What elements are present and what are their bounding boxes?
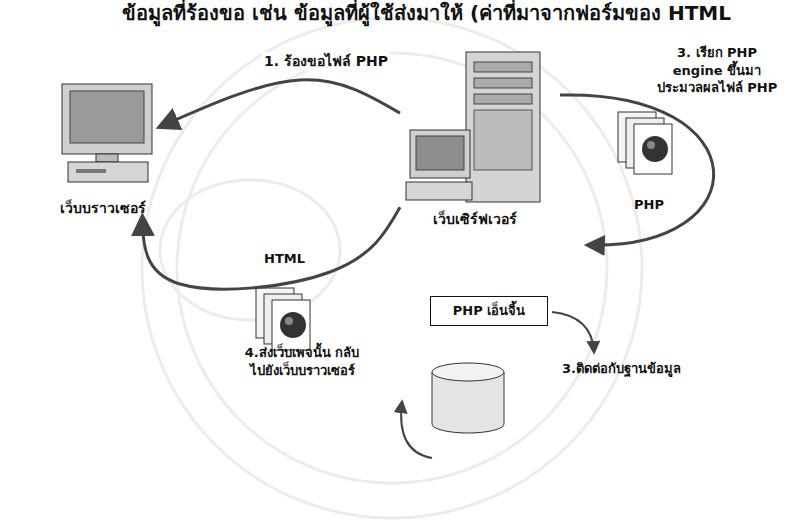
- process-box: PHP เอ็นจิ้น: [430, 296, 548, 326]
- node-label: เว็บบราวเซอร์: [60, 199, 146, 217]
- computer-node: เว็บบราวเซอร์: [45, 75, 160, 217]
- loop-arrow: [560, 95, 714, 245]
- database-cylinder: [432, 363, 504, 433]
- node-label: PHP เอ็นจิ้น: [453, 303, 525, 320]
- db-arrow: [552, 312, 594, 352]
- edge-label: HTML: [262, 250, 307, 268]
- annotation-text: 4.ส่งเว็บเพจนั้น กลับไปยังเว็บบราวเซอร์: [240, 344, 364, 379]
- php-file-icon: [618, 112, 672, 174]
- browser-computer: [62, 84, 152, 182]
- db-arrow: [401, 402, 432, 458]
- flow-arrow: [160, 80, 400, 127]
- annotation-text: 3. เรียก PHP engine ขึ้นมาประมวลผลไฟล์ P…: [650, 44, 784, 97]
- annotation-text: ข้อมูลที่ร้องขอ เช่น ข้อมูลที่ผู้ใช้ส่งม…: [120, 0, 733, 27]
- edge-label: 1. ร้องขอไฟล์ PHP: [262, 52, 390, 71]
- node-label: เว็บเซิร์ฟเวอร์: [433, 210, 517, 228]
- server-computer: [406, 52, 540, 202]
- html-file-icon: [256, 288, 310, 350]
- annotation-text: PHP: [622, 196, 676, 214]
- watermark-seal: [142, 18, 642, 518]
- computer-node: เว็บเซิร์ฟเวอร์: [400, 48, 550, 228]
- annotation-text: 3.ติดต่อกับฐานข้อมูล: [560, 360, 683, 378]
- flow-arrow: [142, 207, 400, 289]
